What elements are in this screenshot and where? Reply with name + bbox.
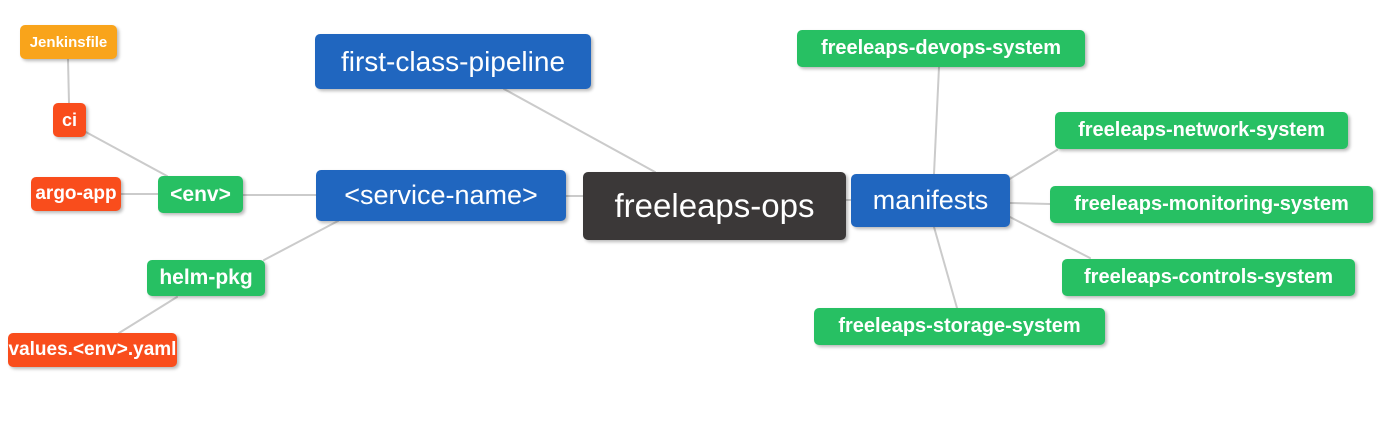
edge-manifests-monitoring xyxy=(1009,202,1051,205)
node-service-name[interactable]: <service-name> xyxy=(316,170,566,221)
edge-helmpkg-servicename xyxy=(263,220,339,261)
node-ci[interactable]: ci xyxy=(53,103,86,137)
node-env[interactable]: <env> xyxy=(158,176,243,213)
node-helm-pkg[interactable]: helm-pkg xyxy=(147,260,265,296)
node-first-class-pipeline[interactable]: first-class-pipeline xyxy=(315,34,591,89)
edge-ci-env xyxy=(83,130,168,177)
node-freeleaps-controls-system[interactable]: freeleaps-controls-system xyxy=(1062,259,1355,296)
edge-manifests-devops xyxy=(933,66,940,175)
edge-values-helmpkg xyxy=(118,296,178,334)
node-jenkinsfile[interactable]: Jenkinsfile xyxy=(20,25,117,59)
edge-manifests-network xyxy=(1007,149,1058,181)
edge-manifests-storage xyxy=(933,226,958,309)
node-values-env-yaml[interactable]: values.<env>.yaml xyxy=(8,333,177,367)
edge-jenkinsfile-ci xyxy=(67,58,70,104)
node-freeleaps-storage-system[interactable]: freeleaps-storage-system xyxy=(814,308,1105,345)
node-freeleaps-monitoring-system[interactable]: freeleaps-monitoring-system xyxy=(1050,186,1373,223)
node-manifests[interactable]: manifests xyxy=(851,174,1010,227)
node-freeleaps-devops-system[interactable]: freeleaps-devops-system xyxy=(797,30,1085,67)
node-freeleaps-network-system[interactable]: freeleaps-network-system xyxy=(1055,112,1348,149)
node-argo-app[interactable]: argo-app xyxy=(31,177,121,211)
edge-pipeline-ops xyxy=(503,88,656,173)
node-freeleaps-ops-root[interactable]: freeleaps-ops xyxy=(583,172,846,240)
